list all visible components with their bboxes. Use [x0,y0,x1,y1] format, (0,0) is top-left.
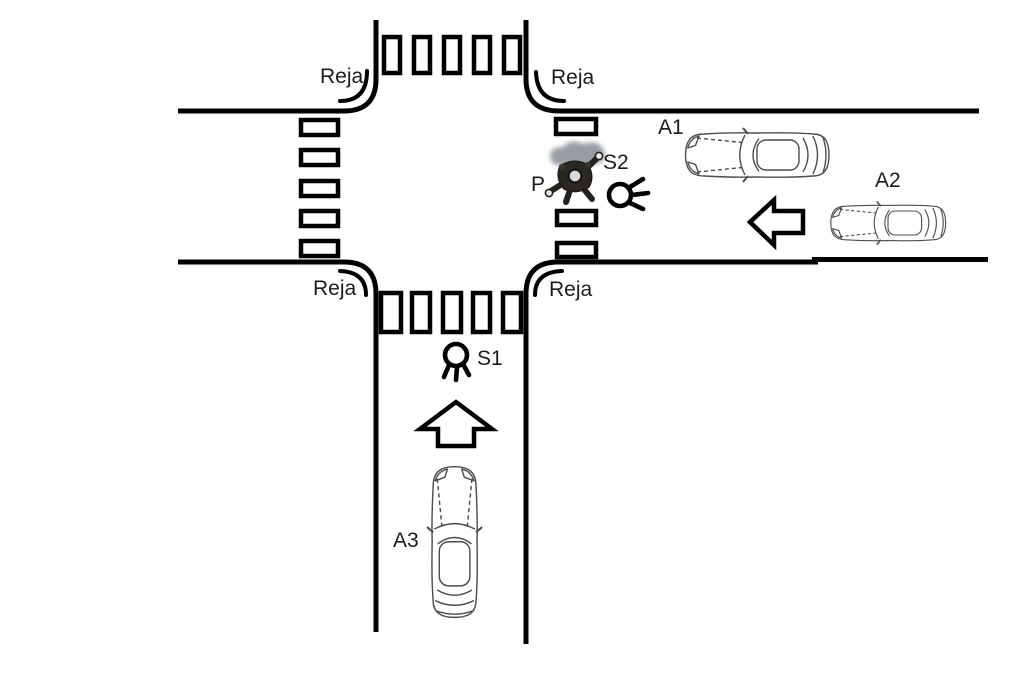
reja-arc-top-left [338,69,369,103]
reja-arc-top-right [534,70,566,103]
vehicle-a2 [829,200,947,246]
arrow-north-icon [413,399,499,449]
road-edges [178,20,988,644]
label-reja-top-left: Reja [320,65,364,88]
label-vehicle-a1: A1 [658,116,684,139]
label-signal-s1: S1 [477,347,503,370]
arrow-west-icon [746,194,806,251]
vehicle-a1 [684,127,830,183]
crosswalk-west [298,117,341,259]
vehicle-a3 [426,465,484,619]
label-vehicle-a3: A3 [393,529,419,552]
label-pedestrian-p: P [531,173,546,196]
road-edge-bottom-right [523,259,818,644]
signal-s1-icon [441,341,472,383]
crosswalk-south [378,290,524,335]
road-edge-top-left [178,20,379,114]
label-signal-s2: S2 [603,151,629,174]
signal-s2-icon [606,176,651,212]
reja-arc-bottom-left [338,269,368,297]
reja-arcs [338,69,566,297]
label-reja-top-right: Reja [551,66,595,89]
reja-arc-bottom-right [533,269,564,297]
label-reja-bottom-left: Reja [313,277,357,300]
crosswalk-east [553,116,599,260]
label-vehicle-a2: A2 [875,169,901,192]
road-edge-bottom-left [178,259,379,632]
pedestrian-figure [544,141,605,205]
crosswalk-north [381,34,523,76]
road-edge-top-right [523,20,979,114]
label-reja-bottom-right: Reja [549,278,593,301]
